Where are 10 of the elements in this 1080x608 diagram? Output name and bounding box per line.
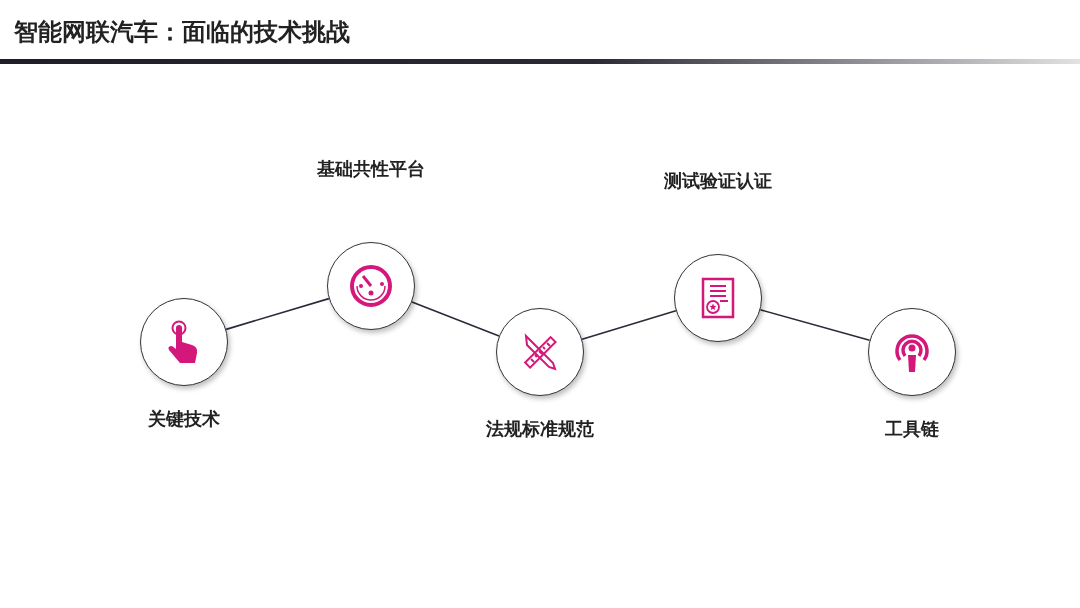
connector-line bbox=[411, 301, 500, 337]
connector-line bbox=[225, 297, 330, 331]
node-label: 基础共性平台 bbox=[317, 157, 425, 181]
slide-title: 智能网联汽车：面临的技术挑战 bbox=[14, 17, 350, 48]
node-label: 测试验证认证 bbox=[664, 169, 772, 193]
connector-line bbox=[581, 309, 677, 341]
node-label: 法规标准规范 bbox=[486, 417, 594, 441]
node-label: 工具链 bbox=[885, 417, 939, 441]
connector-line bbox=[759, 309, 871, 341]
node-label: 关键技术 bbox=[148, 407, 220, 431]
